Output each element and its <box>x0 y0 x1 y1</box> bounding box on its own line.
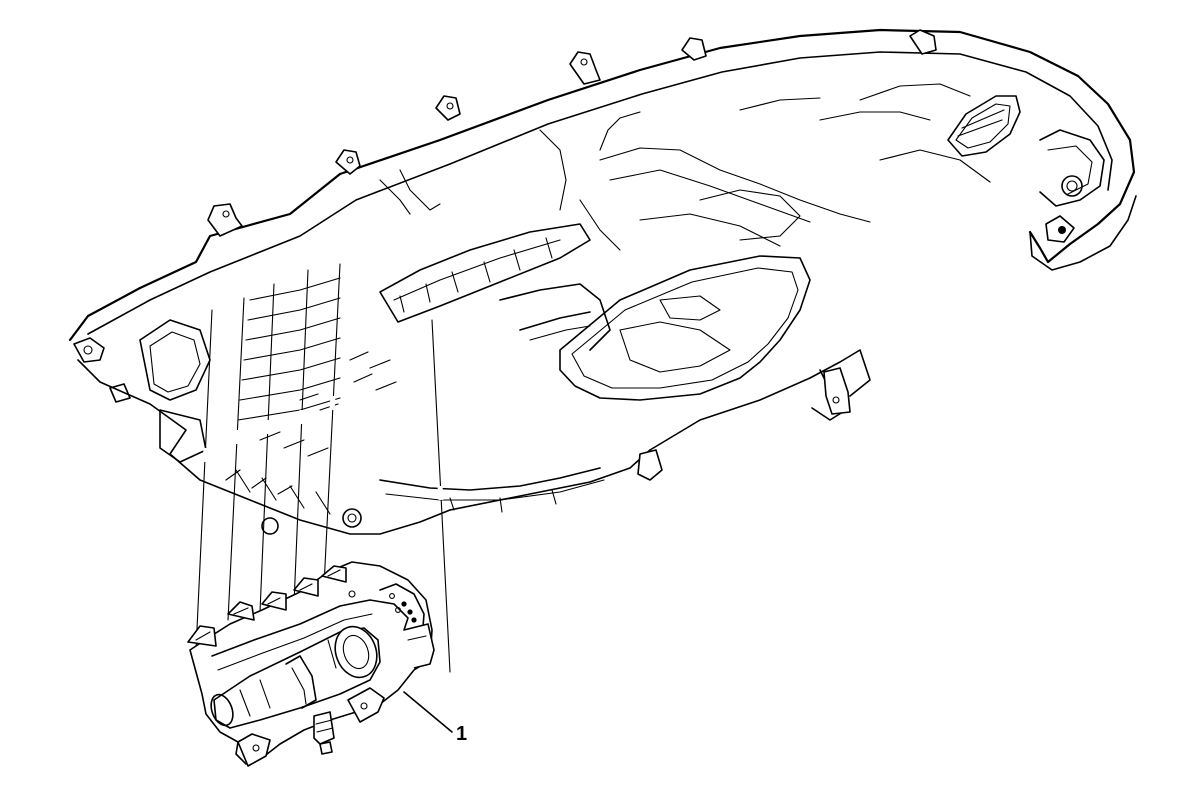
callout-leader-line <box>403 691 453 733</box>
instrument-panel-carrier <box>68 28 1137 535</box>
callout-number: 1 <box>456 723 467 745</box>
alignment-lines <box>195 263 451 673</box>
inflatable-restraint-module <box>187 561 435 767</box>
callout-1: 1 <box>403 691 467 745</box>
